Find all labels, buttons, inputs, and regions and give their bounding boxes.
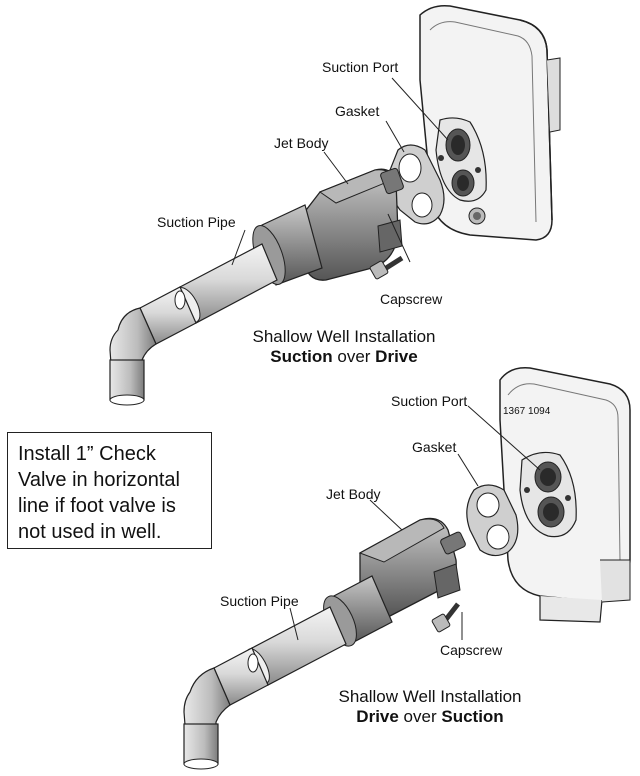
caption-2-bold-a: Drive <box>356 707 399 726</box>
label-gasket-2: Gasket <box>412 439 456 455</box>
pump-housing-1 <box>419 4 561 241</box>
label-suction-port-2: Suction Port <box>391 393 467 409</box>
label-suction-pipe-2: Suction Pipe <box>220 593 299 609</box>
label-capscrew-1: Capscrew <box>380 291 443 307</box>
capscrew-1 <box>369 255 404 280</box>
gasket-1 <box>388 144 445 225</box>
jet-body-2 <box>323 517 466 647</box>
label-gasket-1: Gasket <box>335 103 379 119</box>
leader-lines-2 <box>289 405 541 641</box>
caption-2-mid: over <box>399 707 442 726</box>
caption-1-mid: over <box>333 347 376 366</box>
caption-1-sub: Suction over Drive <box>270 347 417 366</box>
check-valve-note: Install 1” Check Valve in horizontal lin… <box>7 432 212 549</box>
label-suction-port-1: Suction Port <box>322 59 398 75</box>
leader-lines-1 <box>231 77 449 266</box>
gasket-2 <box>466 484 519 557</box>
label-suction-pipe-1: Suction Pipe <box>157 214 236 230</box>
jet-body-1 <box>252 167 404 286</box>
caption-2-sub: Drive over Suction <box>356 707 503 726</box>
suction-pipe-1 <box>109 243 278 406</box>
suction-pipe-2 <box>183 606 347 770</box>
pump-housing-2: 1367 1094 <box>499 367 631 623</box>
part-number: 1367 1094 <box>503 406 551 417</box>
caption-1: Shallow Well Installation <box>253 327 436 346</box>
caption-1-bold-a: Suction <box>270 347 332 366</box>
diagram-2: 1367 1094 <box>183 367 631 770</box>
label-jet-body-2: Jet Body <box>326 486 380 502</box>
label-jet-body-1: Jet Body <box>274 135 328 151</box>
capscrew-2 <box>431 602 460 633</box>
caption-2-bold-b: Suction <box>441 707 503 726</box>
diagram-1: Suction Port Gasket Jet Body Suction Pip… <box>109 4 561 406</box>
label-capscrew-2: Capscrew <box>440 642 503 658</box>
caption-1-bold-b: Drive <box>375 347 418 366</box>
caption-2: Shallow Well Installation <box>339 687 522 706</box>
